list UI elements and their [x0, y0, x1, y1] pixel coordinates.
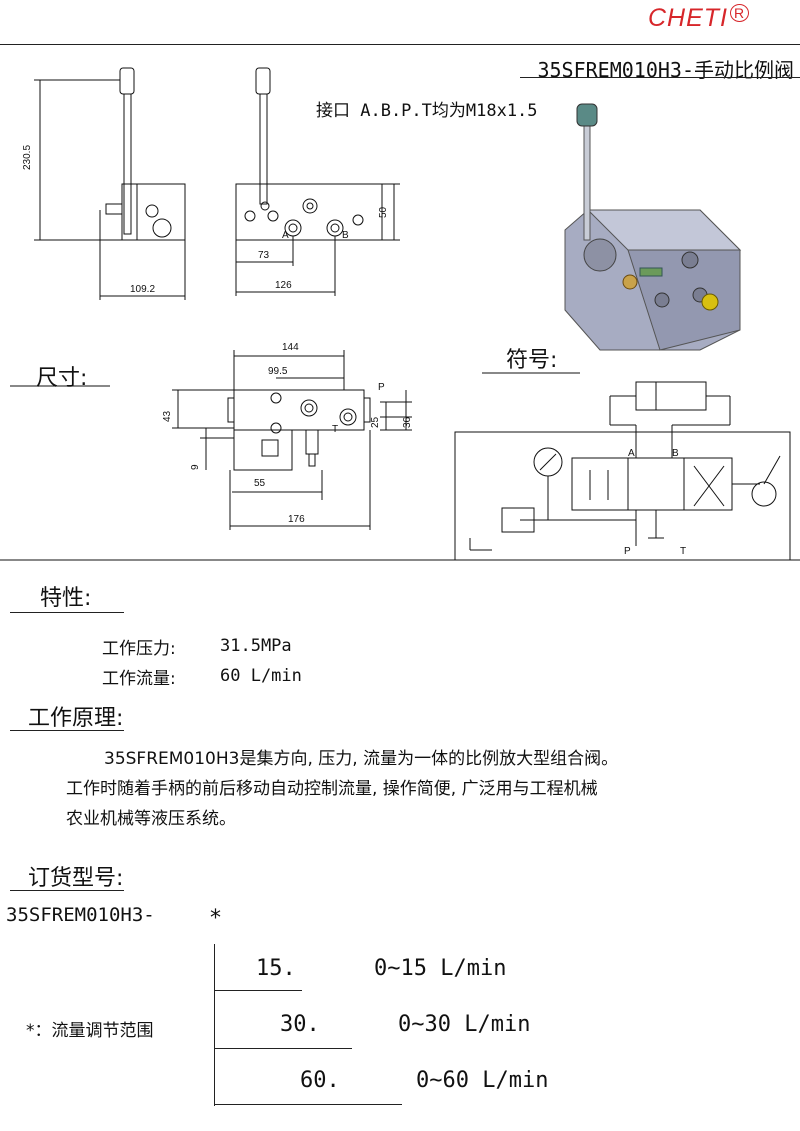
- symbol-port-a: A: [628, 448, 635, 459]
- dim-176: 176: [288, 514, 305, 525]
- flow-value: 60 L/min: [220, 666, 302, 686]
- technical-drawing: 230.5 109.2 73 126 50 A B: [0, 67, 800, 561]
- option-rule-1: [214, 990, 302, 991]
- port-b-label: B: [342, 230, 349, 241]
- ports-note: 接口 A.B.P.T均为M18x1.5: [316, 101, 538, 121]
- dim-50: 50: [378, 206, 389, 218]
- dim-55: 55: [254, 478, 266, 489]
- dim-36: 36: [402, 416, 413, 428]
- symbol-port-b: B: [672, 448, 679, 459]
- symbol-port-p: P: [624, 546, 631, 557]
- valve-render: [564, 103, 742, 351]
- flow-label: 工作流量:: [102, 669, 176, 689]
- plan-port-p: P: [378, 382, 385, 393]
- features-underline: [10, 612, 124, 613]
- header-rule: [0, 44, 800, 45]
- range-label: *：流量调节范围: [26, 1021, 154, 1041]
- front-view: [235, 67, 400, 296]
- order-star: *: [210, 906, 221, 931]
- hydraulic-symbol: [454, 381, 791, 561]
- registered-mark: R: [730, 4, 750, 22]
- dim-144: 144: [282, 342, 299, 353]
- option-code-60: 60.: [300, 1068, 340, 1093]
- dim-43: 43: [162, 410, 173, 422]
- dim-height: 230.5: [22, 145, 33, 170]
- plan-port-t: T: [332, 424, 338, 435]
- side-view: [34, 67, 186, 300]
- section-features: 特性:: [40, 586, 92, 611]
- section-principle: 工作原理:: [28, 706, 124, 731]
- option-range-60: 0~60 L/min: [416, 1068, 549, 1093]
- principle-line-2: 工作时随着手柄的前后移动自动控制流量, 操作简便, 广泛用与工程机械: [66, 779, 598, 799]
- dim-9: 9: [190, 464, 201, 470]
- principle-underline: [10, 730, 124, 731]
- section-symbol: 符号:: [506, 348, 558, 373]
- principle-line-1: 35SFREM010H3是集方向, 压力, 流量为一体的比例放大型组合阀。: [104, 749, 619, 769]
- principle-line-3: 农业机械等液压系统。: [66, 809, 236, 829]
- page-title: 35SFREM010H3-手动比例阀: [537, 58, 794, 82]
- symbol-port-t: T: [680, 546, 686, 557]
- dim-73: 73: [258, 250, 270, 261]
- plan-view: [172, 350, 412, 530]
- dim-109: 109.2: [130, 284, 155, 295]
- section-order: 订货型号:: [28, 866, 124, 891]
- option-rule-3: [214, 1104, 402, 1105]
- port-a-label: A: [282, 230, 289, 241]
- title-underline: [520, 77, 800, 78]
- dim-99-5: 99.5: [268, 366, 288, 377]
- option-tree-trunk: [214, 944, 215, 1106]
- order-underline: [10, 890, 124, 891]
- dim-25: 25: [370, 416, 381, 428]
- option-rule-2: [214, 1048, 352, 1049]
- brand-name: CHETI: [648, 4, 728, 32]
- option-code-15: 15.: [256, 956, 296, 981]
- order-model: 35SFREM010H3-: [6, 904, 155, 926]
- option-range-15: 0~15 L/min: [374, 956, 507, 981]
- option-code-30: 30.: [280, 1012, 320, 1037]
- pressure-label: 工作压力:: [102, 639, 176, 659]
- section-size: 尺寸:: [36, 366, 88, 391]
- dim-126: 126: [275, 280, 292, 291]
- pressure-value: 31.5MPa: [220, 636, 292, 656]
- option-range-30: 0~30 L/min: [398, 1012, 531, 1037]
